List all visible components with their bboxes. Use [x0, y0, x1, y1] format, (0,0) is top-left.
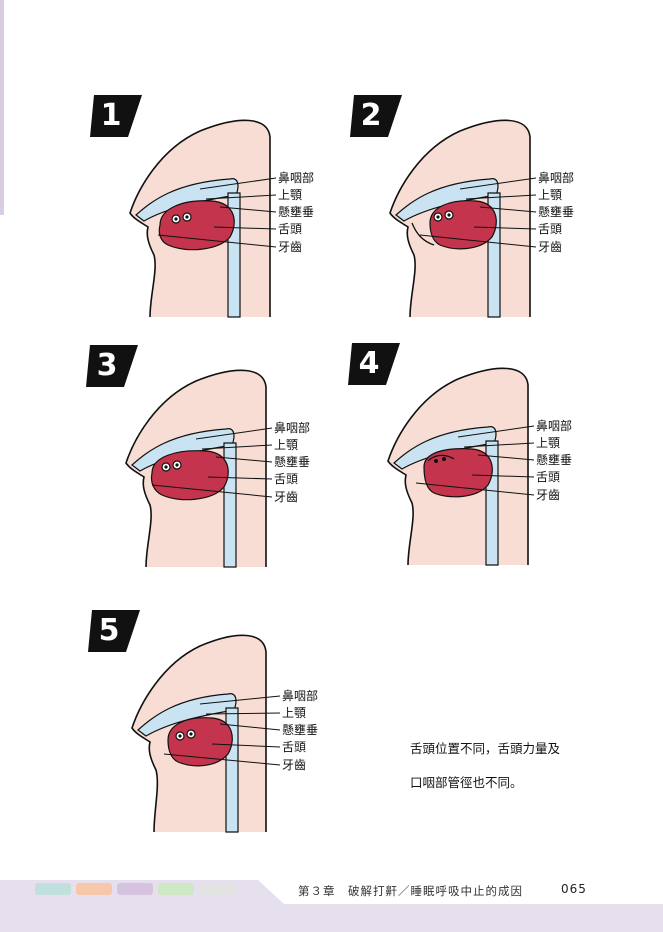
label-teeth: 牙齒	[274, 490, 299, 504]
label-palate: 上顎	[538, 188, 563, 202]
panel-number-2: 2	[360, 98, 382, 133]
page-edge-strip	[0, 0, 4, 215]
label-tongue: 舌頭	[536, 470, 561, 484]
caption-line-1: 舌頭位置不同，舌頭力量及	[410, 741, 561, 756]
head-cross-section-3	[125, 369, 273, 568]
footer-tab-1	[35, 883, 71, 895]
footer-tab-2	[76, 883, 112, 895]
label-nasopharynx: 鼻咽部	[282, 689, 319, 703]
label-palate: 上顎	[282, 706, 307, 720]
head-cross-section-2	[389, 119, 537, 318]
head-cross-section-4	[387, 367, 535, 566]
label-nasopharynx: 鼻咽部	[274, 421, 311, 435]
number-badge-2	[350, 95, 402, 137]
label-palate: 上顎	[274, 438, 299, 452]
label-nasopharynx: 鼻咽部	[536, 419, 573, 433]
footer-tab-3	[117, 883, 153, 895]
label-tongue: 舌頭	[538, 222, 563, 236]
label-tongue: 舌頭	[274, 472, 299, 486]
label-teeth: 牙齒	[278, 240, 303, 254]
label-tongue: 舌頭	[278, 222, 303, 236]
panel-number-1: 1	[100, 98, 122, 133]
number-badge-1	[90, 95, 142, 137]
label-nasopharynx: 鼻咽部	[538, 171, 575, 185]
label-teeth: 牙齒	[538, 240, 563, 254]
label-uvula: 懸壅垂	[274, 455, 311, 469]
label-palate: 上顎	[278, 188, 303, 202]
label-palate: 上顎	[536, 436, 561, 450]
figure-panel-5: 5 鼻咽部 上顎 懸壅垂 舌頭 牙齒	[88, 610, 328, 855]
label-uvula: 懸壅垂	[536, 453, 573, 467]
label-nasopharynx: 鼻咽部	[278, 171, 315, 185]
footer-chapter-title: 第３章 破解打鼾／睡眠呼吸中止的成因	[298, 884, 523, 898]
label-tongue: 舌頭	[282, 740, 307, 754]
label-teeth: 牙齒	[536, 488, 561, 502]
label-uvula: 懸壅垂	[278, 205, 315, 219]
label-uvula: 懸壅垂	[538, 205, 575, 219]
footer-tab-5	[199, 883, 235, 895]
number-badge-4	[348, 343, 400, 385]
caption-line-2: 口咽部管徑也不同。	[410, 775, 523, 790]
footer-tab-4	[158, 883, 194, 895]
number-badge-3	[86, 345, 138, 387]
figure-panel-3: 3 鼻咽部 上顎 懸壅垂 舌頭 牙齒	[86, 345, 326, 590]
number-badge-5	[88, 610, 140, 652]
head-cross-section-5	[131, 634, 281, 833]
panel-number-4: 4	[358, 346, 380, 381]
figure-panel-1: 1 鼻咽部 上顎 懸壅垂 舌頭 牙齒	[90, 95, 330, 340]
label-uvula: 懸壅垂	[282, 723, 319, 737]
figure-panel-2: 2 鼻咽部 上顎 懸壅垂 舌頭 牙齒	[350, 95, 590, 340]
panel-number-3: 3	[96, 348, 118, 383]
label-teeth: 牙齒	[282, 758, 307, 772]
page-number: 065	[561, 882, 587, 896]
figure-panel-4: 4 鼻咽部 上顎 懸壅垂 舌頭 牙齒	[348, 343, 588, 588]
head-cross-section-1	[129, 119, 277, 318]
panel-number-5: 5	[98, 613, 120, 648]
